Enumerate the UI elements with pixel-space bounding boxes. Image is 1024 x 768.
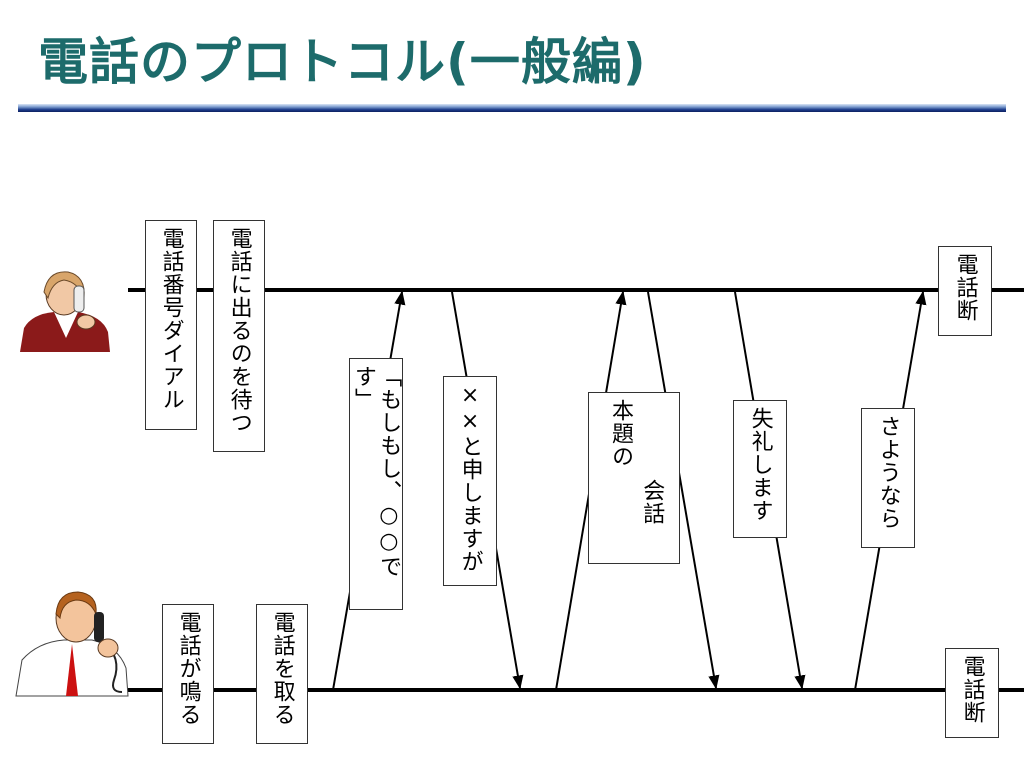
label-caller-hangup-text: 電話断 xyxy=(952,253,978,322)
label-shitsurei: 失礼します xyxy=(733,400,787,538)
label-hondai-line1: 本題の xyxy=(608,399,633,468)
label-sayounara-text: さようなら xyxy=(875,415,901,530)
label-shitsurei-text: 失礼します xyxy=(747,407,773,522)
label-pick-up: 電話を取る xyxy=(256,604,308,744)
label-pick-up-text: 電話を取る xyxy=(269,611,295,726)
label-moshimoshi: 「もしもし、○○です」 xyxy=(349,358,403,610)
arrow-hondai-down xyxy=(647,291,720,690)
label-wait-for-answer-text: 電話に出るのを待つ xyxy=(226,227,252,434)
label-to-moushimasu-text: ××と申しますが xyxy=(457,383,483,573)
page-title: 電話のプロトコル(一般編) xyxy=(38,33,647,91)
label-wait-for-answer: 電話に出るのを待つ xyxy=(213,220,265,452)
label-callee-hangup: 電話断 xyxy=(945,648,999,738)
label-hondai: 本題の 会話 xyxy=(588,392,680,564)
label-dial-number-text: 電話番号ダイアル xyxy=(158,227,184,411)
label-sayounara: さようなら xyxy=(861,408,915,548)
label-phone-rings: 電話が鳴る xyxy=(162,604,214,744)
label-callee-hangup-text: 電話断 xyxy=(959,655,985,724)
label-hondai-line2: 会話 xyxy=(639,479,665,525)
label-phone-rings-text: 電話が鳴る xyxy=(175,611,201,726)
label-moshimoshi-text: 「もしもし、○○です」 xyxy=(351,365,402,578)
label-to-moushimasu: ××と申しますが xyxy=(443,376,497,586)
label-dial-number: 電話番号ダイアル xyxy=(145,220,197,430)
title-underline xyxy=(18,104,1006,112)
label-caller-hangup: 電話断 xyxy=(938,246,992,336)
woman-on-phone-icon xyxy=(14,268,114,352)
man-on-phone-icon xyxy=(14,588,130,698)
